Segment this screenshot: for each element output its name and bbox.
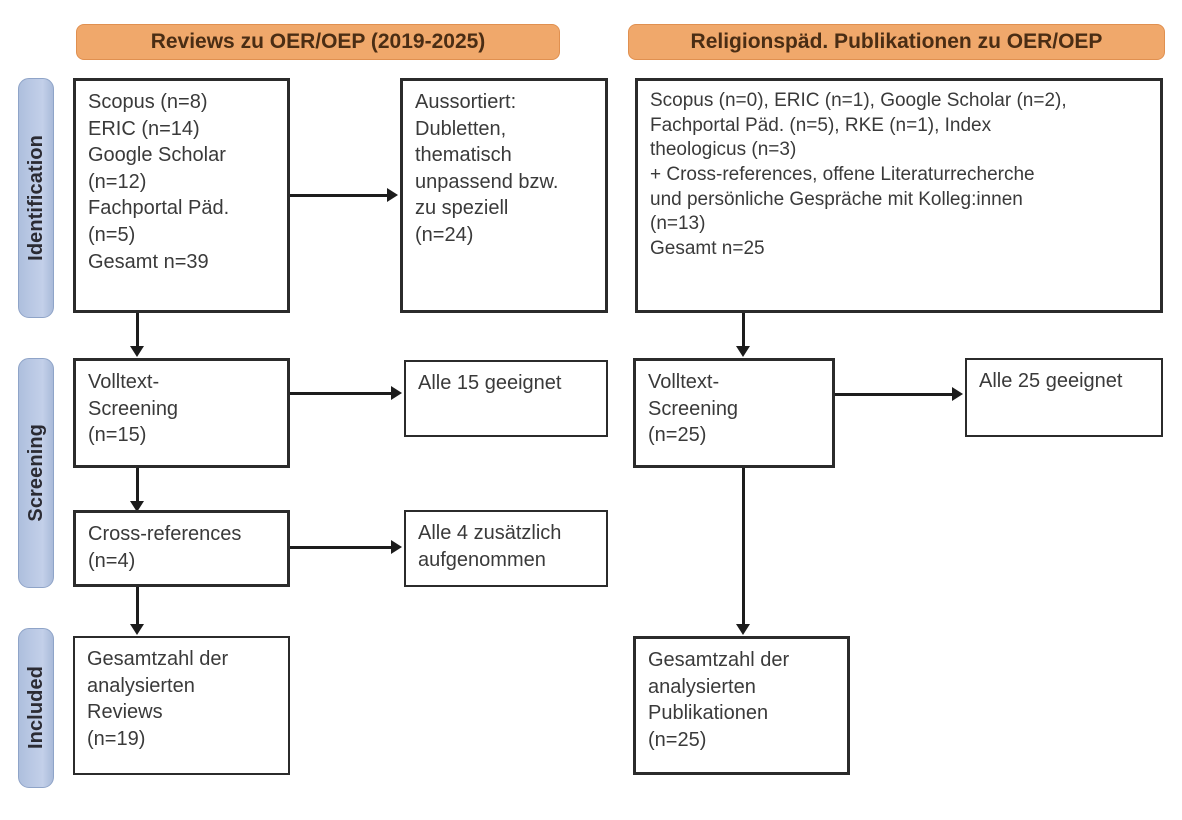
node-left-fulltext-screening: Volltext- Screening (n=15) — [73, 358, 290, 468]
connector-left-sources-to-fulltext — [136, 313, 139, 346]
node-left-crossrefs: Cross-references (n=4) — [73, 510, 290, 587]
arrowhead-right-sources-to-fulltext — [736, 346, 750, 357]
connector-right-fulltext-to-result — [835, 393, 952, 396]
connector-left-fulltext-to-crossrefs — [136, 468, 139, 501]
column-header-religionspaed: Religionspäd. Publikationen zu OER/OEP — [628, 24, 1165, 60]
node-right-included: Gesamtzahl der analysierten Publikatione… — [633, 636, 850, 775]
stage-label-identification: Identification — [24, 135, 47, 261]
connector-right-fulltext-to-included — [742, 468, 745, 624]
node-right-sources: Scopus (n=0), ERIC (n=1), Google Scholar… — [635, 78, 1163, 313]
column-header-reviews-label: Reviews zu OER/OEP (2019-2025) — [150, 30, 486, 53]
stage-pill-included: Included — [18, 628, 54, 788]
arrowhead-right-fulltext-to-included — [736, 624, 750, 635]
stage-label-screening: Screening — [24, 424, 47, 522]
arrowhead-left-crossrefs-to-included — [130, 624, 144, 635]
connector-left-crossrefs-to-included — [136, 587, 139, 624]
arrowhead-left-sources-to-fulltext — [130, 346, 144, 357]
node-right-fulltext-screening: Volltext- Screening (n=25) — [633, 358, 835, 468]
stage-pill-screening: Screening — [18, 358, 54, 588]
node-left-included: Gesamtzahl der analysierten Reviews (n=1… — [73, 636, 290, 775]
connector-left-sources-to-excluded — [290, 194, 387, 197]
node-left-sources: Scopus (n=8) ERIC (n=14) Google Scholar … — [73, 78, 290, 313]
arrowhead-left-fulltext-to-result — [391, 386, 402, 400]
column-header-reviews: Reviews zu OER/OEP (2019-2025) — [76, 24, 560, 60]
node-left-crossrefs-result: Alle 4 zusätzlich aufgenommen — [404, 510, 608, 587]
connector-right-sources-to-fulltext — [742, 313, 745, 346]
stage-pill-identification: Identification — [18, 78, 54, 318]
arrowhead-left-crossrefs-to-result — [391, 540, 402, 554]
connector-left-fulltext-to-result — [290, 392, 391, 395]
node-left-excluded: Aussortiert: Dubletten, thematisch unpas… — [400, 78, 608, 313]
column-header-religionspaed-label: Religionspäd. Publikationen zu OER/OEP — [690, 30, 1103, 53]
arrowhead-right-fulltext-to-result — [952, 387, 963, 401]
arrowhead-left-sources-to-excluded — [387, 188, 398, 202]
arrowhead-left-fulltext-to-crossrefs — [130, 501, 144, 512]
node-left-fulltext-result: Alle 15 geeignet — [404, 360, 608, 437]
connector-left-crossrefs-to-result — [290, 546, 391, 549]
node-right-fulltext-result: Alle 25 geeignet — [965, 358, 1163, 437]
stage-label-included: Included — [24, 666, 47, 750]
